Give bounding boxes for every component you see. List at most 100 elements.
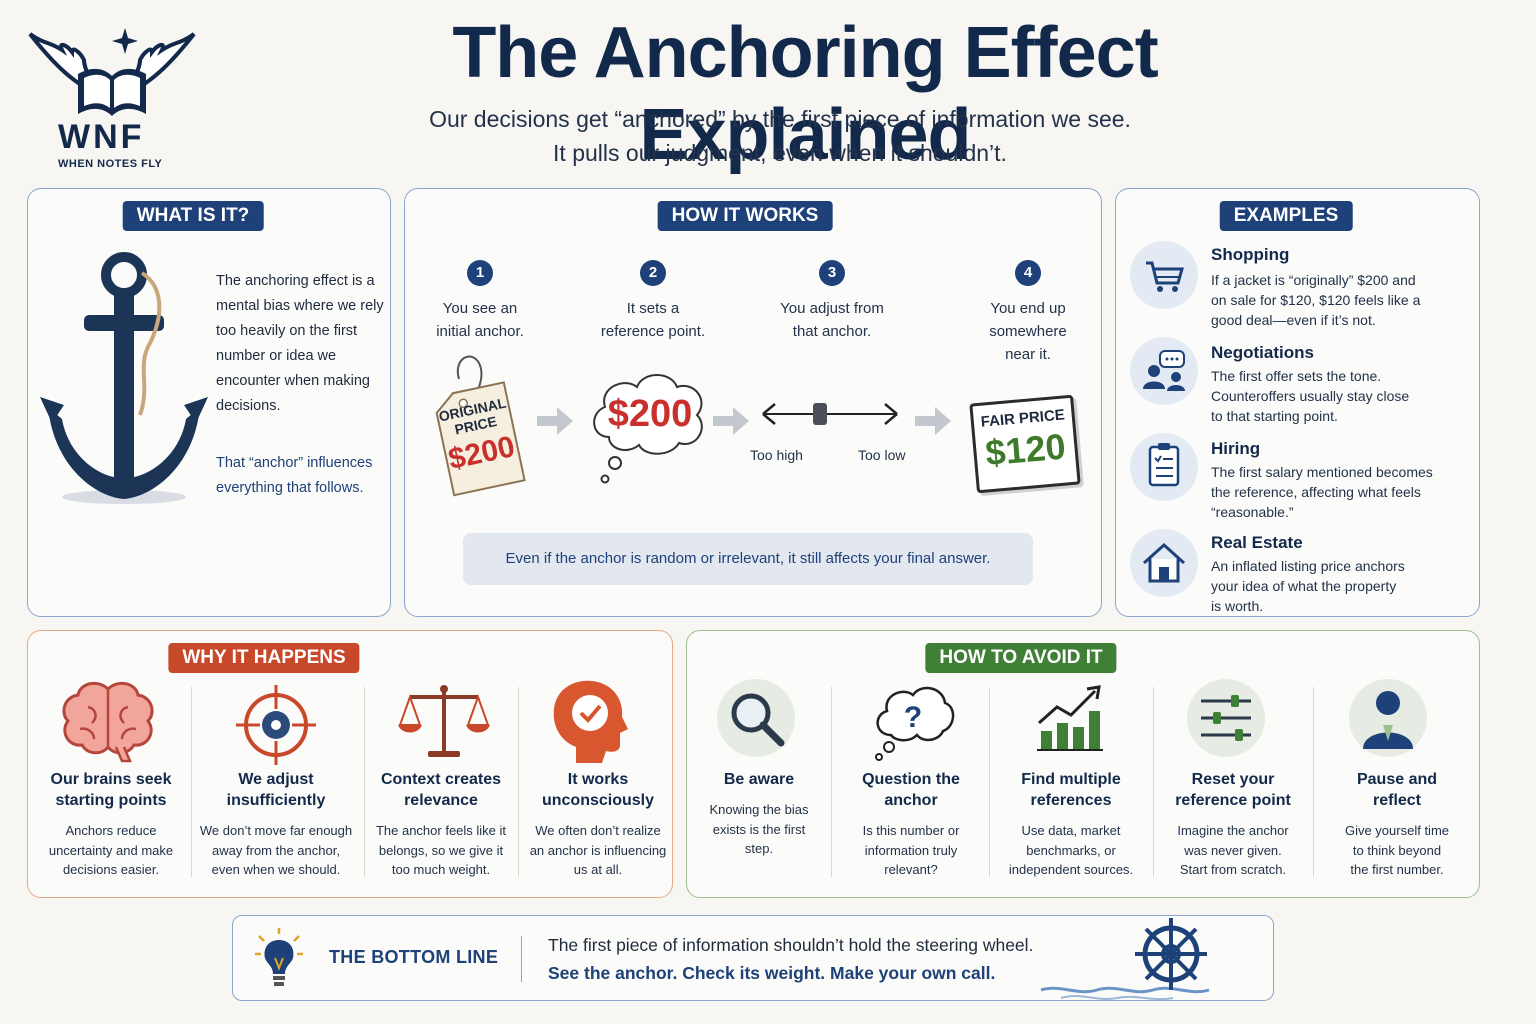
step-line: It sets a: [626, 300, 680, 317]
avoid-item-title: Be aware: [695, 769, 823, 790]
body-line: an anchor is influencing: [529, 842, 667, 858]
why-item-title: Context creates relevance: [370, 769, 512, 811]
sliders-icon: [1201, 695, 1251, 741]
subtitle-line: Our decisions get “anchored” by the firs…: [429, 106, 1131, 132]
logo-word: WNF: [58, 118, 145, 156]
bar-chart-icon: [1037, 685, 1103, 751]
step-line: reference point.: [600, 323, 706, 340]
title-line: Be aware: [723, 771, 795, 788]
column-divider: [831, 687, 832, 877]
body-line: to think beyond: [1352, 842, 1442, 858]
step-line: You end up: [990, 300, 1066, 317]
body-line: Anchors reduce: [65, 823, 157, 838]
bottom-line-label: THE BOTTOM LINE: [329, 947, 499, 967]
negotiation-icon: [1130, 337, 1198, 405]
slider-label-left: Too high: [750, 447, 803, 463]
lightbulb-icon: [255, 928, 303, 986]
body-line: even when we should.: [211, 862, 341, 877]
brain-icon: [62, 681, 154, 763]
example-line: good deal—even if it’s not.: [1211, 312, 1376, 328]
price-tag-icon: [435, 355, 526, 497]
winged-book-icon: [28, 28, 196, 116]
fair-price-card: FAIR PRICE $120: [969, 394, 1081, 494]
example-line: to that starting point.: [1211, 408, 1338, 424]
body-line: the first number.: [1350, 862, 1444, 877]
title-line: Reset your: [1191, 771, 1275, 788]
step-line: You adjust from: [780, 300, 884, 317]
cloud-amount: $200: [607, 393, 693, 435]
step-text: You adjust from that anchor.: [752, 297, 912, 343]
head-check-icon: [553, 680, 628, 763]
body-line: independent sources.: [1008, 862, 1134, 877]
body-line: information truly: [864, 842, 958, 858]
title-line: reflect: [1372, 792, 1422, 809]
page-title: The Anchoring Effect Explained: [452, 13, 1158, 175]
example-line: “reasonable.”: [1211, 504, 1294, 520]
body-line: too much weight.: [391, 862, 491, 877]
why-item-body: Anchors reduce uncertainty and make decisi…: [36, 821, 186, 880]
step-text: You see an initial anchor.: [400, 297, 560, 343]
arrow-right-icon: [915, 407, 951, 435]
example-title: Shopping: [1211, 245, 1290, 264]
title-line: insufficiently: [226, 792, 326, 809]
body-line: belongs, so we give it: [378, 842, 504, 858]
why-it-happens-tag: WHY IT HAPPENS: [168, 643, 360, 673]
title-line: anchor: [884, 792, 938, 809]
example-body: An inflated listing price anchors your i…: [1211, 556, 1461, 616]
column-divider: [364, 687, 365, 877]
body-line: Knowing the bias: [709, 802, 809, 817]
how-to-avoid-panel: HOW TO AVOID IT Be aware Knowing the bia…: [686, 630, 1480, 898]
how-it-works-tag: HOW IT WORKS: [657, 201, 833, 231]
title-line: reference point: [1175, 792, 1291, 809]
body-line: We don’t move far enough: [199, 823, 353, 838]
title-line: Context creates: [380, 771, 502, 788]
example-line: The first salary mentioned becomes: [1211, 464, 1433, 480]
body-line: step.: [744, 841, 774, 856]
body-line: away from the anchor,: [212, 842, 340, 858]
body-line: decisions easier.: [62, 862, 160, 877]
column-divider: [989, 687, 990, 877]
example-body: The first salary mentioned becomes the r…: [1211, 462, 1461, 522]
clipboard-icon: [1130, 433, 1198, 501]
example-body: The first offer sets the tone. Counterof…: [1211, 366, 1461, 426]
column-divider: [518, 687, 519, 877]
example-title: Real Estate: [1211, 533, 1303, 552]
thought-cloud-icon: [593, 374, 703, 484]
title-line: unconsciously: [541, 792, 655, 809]
bottom-line-text: The first piece of information shouldn’t…: [548, 935, 1034, 955]
example-title: Negotiations: [1211, 343, 1314, 362]
person-icon: [1363, 691, 1413, 749]
example-title: Hiring: [1211, 439, 1261, 458]
what-line: The anchoring effect is a: [216, 273, 375, 289]
step-number: 2: [640, 260, 666, 286]
example-line: An inflated listing price anchors: [1211, 558, 1405, 574]
logo: [22, 22, 202, 172]
page-subtitle: Our decisions get “anchored” by the firs…: [330, 102, 1230, 170]
column-divider: [1313, 687, 1314, 877]
title-line: references: [1030, 792, 1112, 809]
title-line: relevance: [404, 792, 478, 809]
step-number: 4: [1015, 260, 1041, 286]
bottom-line-emphasis: See the anchor. Check its weight. Make y…: [548, 963, 996, 983]
question-cloud-icon: ?: [875, 686, 955, 761]
example-line: the reference, affecting what feels: [1211, 484, 1421, 500]
body-line: us at all.: [573, 862, 623, 877]
body-line: We often don’t realize: [535, 823, 661, 838]
body-line: Start from scratch.: [1179, 862, 1287, 877]
title-line: starting points: [55, 792, 167, 809]
what-note-line: everything that follows.: [216, 480, 364, 496]
why-item: Context creates relevance The anchor feel…: [370, 769, 512, 880]
what-line: decisions.: [216, 398, 281, 414]
body-line: uncertainty and make: [48, 842, 174, 858]
